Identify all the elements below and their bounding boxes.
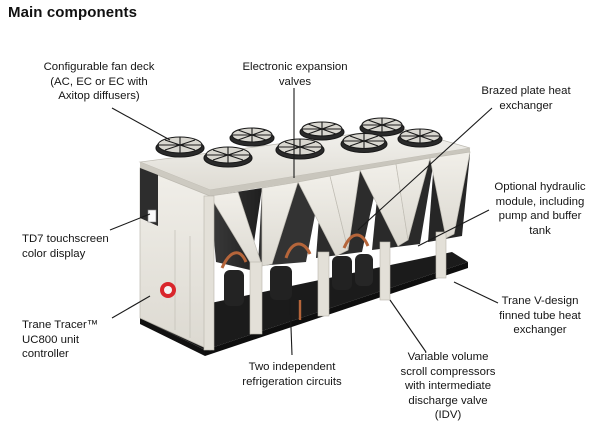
compressor-2 [270, 266, 292, 300]
fan-1-icon [155, 136, 205, 158]
fans [155, 117, 443, 168]
callout-scroll-compressors: Variable volume scroll compressors with … [400, 351, 496, 422]
fan-6-icon [275, 138, 325, 160]
fan-4-icon [359, 117, 405, 137]
fan-3-icon [299, 121, 345, 141]
compressor-1 [224, 270, 244, 306]
leader-lines [109, 88, 499, 356]
refrigeration-circuits [220, 233, 373, 320]
callout-v-design-exchanger: Trane V-design finned tube heat exchange… [499, 295, 581, 337]
fan-2-icon [229, 127, 275, 147]
control-panel [139, 167, 211, 351]
callout-tracer-controller: Trane Tracer™ UC800 unit controller [22, 319, 99, 361]
fan-5-icon [203, 146, 253, 168]
callout-expansion-valves: Electronic expansion valves [242, 61, 348, 88]
callout-touchscreen: TD7 touchscreen color display [22, 233, 109, 260]
v-panels [209, 151, 471, 273]
fan-7-icon [340, 132, 388, 154]
callout-fan-deck: Configurable fan deck (AC, EC or EC with… [43, 61, 155, 103]
callout-brazed-plate: Brazed plate heat exchanger [481, 85, 571, 112]
page-title: Main components [8, 4, 138, 21]
compressor-4 [355, 254, 373, 286]
fan-8-icon [397, 128, 443, 148]
callout-hydraulic-module: Optional hydraulic module, including pum… [494, 181, 586, 237]
compressor-3 [332, 256, 352, 290]
support-legs [203, 195, 447, 351]
touchscreen-display [147, 209, 157, 223]
callout-refrigeration-circuits: Two independent refrigeration circuits [242, 361, 342, 388]
